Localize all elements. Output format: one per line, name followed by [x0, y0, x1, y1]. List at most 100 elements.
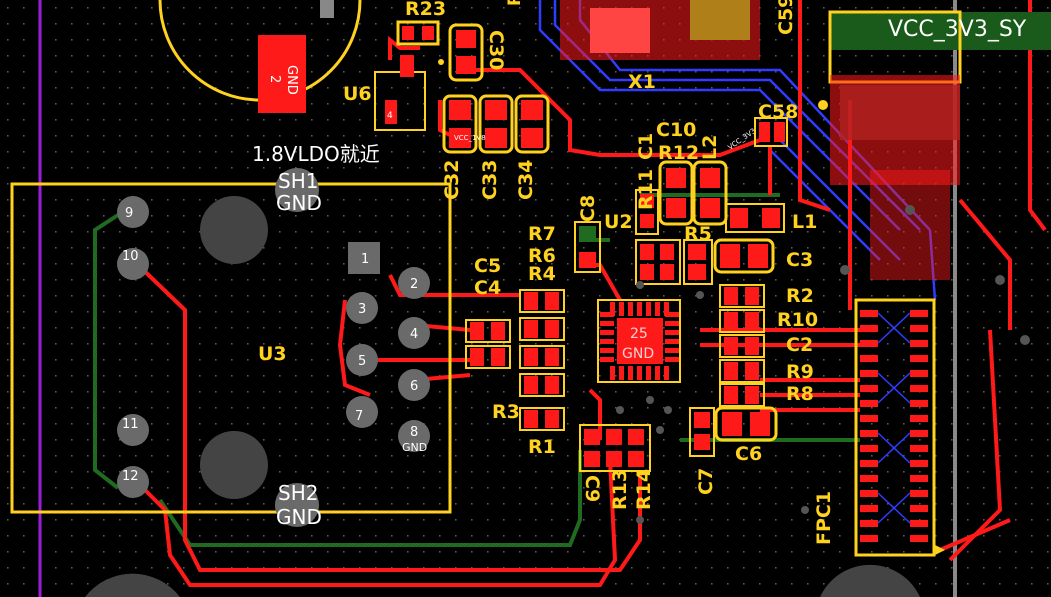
label-x1[interactable]: X1	[628, 71, 656, 93]
parts-bottom-center	[579, 424, 651, 472]
label-c6[interactable]: C6	[735, 443, 762, 465]
u3-left-pins	[117, 196, 149, 498]
net-label[interactable]: VCC_3V3_SY	[888, 17, 1027, 42]
sh2-net: GND	[276, 505, 322, 529]
label-r1[interactable]: R1	[528, 436, 556, 458]
c30-pad-2[interactable]	[456, 56, 476, 74]
u3-mount-hole-bottom	[200, 431, 268, 499]
u2-pad-number: 25	[630, 326, 648, 342]
gnd-pad-pin: 2	[267, 75, 282, 83]
u2-outline	[597, 299, 681, 383]
resistor-array-left	[465, 221, 601, 431]
label-r9[interactable]: R9	[786, 361, 814, 383]
pin-3: 3	[358, 302, 366, 317]
label-r12[interactable]: R12	[658, 142, 699, 164]
label-r13[interactable]: R13	[609, 469, 631, 510]
copper-pour-top	[830, 12, 1051, 50]
u3-right-pins	[346, 242, 430, 452]
label-r4[interactable]: R4	[528, 263, 556, 285]
pin-8: 8	[410, 425, 418, 440]
resistor-array-right	[689, 284, 778, 457]
r23-pad-2[interactable]	[422, 26, 434, 40]
blurred-region-fpc-area	[830, 75, 960, 280]
pin-11: 11	[122, 417, 139, 432]
sh1-pad[interactable]	[275, 168, 319, 212]
u3-outline	[10, 182, 452, 514]
label-l2[interactable]: L2	[699, 135, 721, 160]
blurred-region-crystal	[560, 0, 760, 60]
gnd-pad-label: GND	[284, 65, 299, 95]
parts-cluster-top-center	[635, 117, 788, 285]
pin1-dot	[818, 100, 828, 110]
label-r6[interactable]: R6	[528, 245, 556, 267]
label-r7[interactable]: R7	[528, 223, 556, 245]
top-layer-traces	[133, 0, 1047, 587]
sh1-label: SH1	[278, 169, 318, 193]
label-c2[interactable]: C2	[786, 334, 813, 356]
fpc1-pin1-marker	[935, 545, 945, 555]
label-u6[interactable]: U6	[343, 83, 372, 105]
label-r5[interactable]: R5	[684, 223, 712, 245]
label-c4[interactable]: C4	[474, 277, 501, 299]
r23-pad-1[interactable]	[402, 26, 414, 40]
label-r2[interactable]: R2	[786, 285, 814, 307]
sh2-pad[interactable]	[275, 483, 319, 527]
u2-pad-net: GND	[622, 346, 654, 362]
label-r23[interactable]: R23	[405, 0, 446, 20]
r23-outline	[396, 20, 440, 46]
label-c7[interactable]: C7	[695, 468, 717, 495]
label-r14[interactable]: R14	[633, 469, 655, 510]
label-c9[interactable]: C9	[581, 475, 603, 502]
pin1-marker-c30	[438, 59, 444, 65]
label-c1[interactable]: C1	[635, 133, 657, 160]
label-r3[interactable]: R3	[492, 401, 520, 423]
u6-pad-1[interactable]	[400, 55, 414, 77]
label-c30[interactable]: C30	[485, 30, 507, 70]
u6-pin4-label: 4	[387, 111, 393, 121]
u2-pins	[600, 302, 679, 380]
pin-9: 9	[125, 206, 133, 221]
label-c32[interactable]: C32	[441, 160, 463, 200]
label-r10[interactable]: R10	[777, 309, 818, 331]
label-r11[interactable]: R11	[635, 169, 657, 210]
c30-pad-1[interactable]	[456, 30, 476, 48]
label-fpc1[interactable]: FPC1	[813, 491, 835, 545]
label-c34[interactable]: C34	[515, 160, 537, 200]
pin-10: 10	[122, 249, 139, 264]
label-c33[interactable]: C33	[479, 160, 501, 200]
mount-hole-bottom-left	[85, 573, 180, 597]
label-c59[interactable]: C59	[775, 0, 797, 35]
sh1-net: GND	[276, 191, 322, 215]
vias	[616, 205, 1030, 524]
label-c58[interactable]: C58	[758, 101, 798, 123]
pin-7: 7	[355, 409, 363, 424]
label-r8[interactable]: R8	[786, 383, 814, 405]
pin-12: 12	[122, 469, 139, 484]
u2-exposed-pad[interactable]	[617, 318, 663, 364]
label-u2[interactable]: U2	[604, 211, 633, 233]
pin-5: 5	[358, 354, 366, 369]
label-u3[interactable]: U3	[258, 343, 287, 365]
fpc1-outline	[854, 298, 936, 557]
note-text[interactable]: 1.8VLDO就近	[252, 142, 380, 166]
label-r-top[interactable]: R	[505, 0, 525, 6]
label-c10[interactable]: C10	[656, 119, 696, 141]
pin-6: 6	[410, 379, 418, 394]
pin-4: 4	[410, 327, 418, 342]
capacitor-row-c32-c34	[442, 94, 550, 154]
label-c3[interactable]: C3	[786, 249, 813, 271]
label-c5[interactable]: C5	[474, 255, 501, 277]
c30-outline	[448, 23, 484, 82]
label-c8[interactable]: C8	[577, 195, 599, 222]
net-text-vcc1v8: VCC_1V8	[454, 134, 486, 142]
label-l1[interactable]: L1	[792, 211, 817, 233]
pad-gray	[320, 0, 334, 18]
fpc1-crossing-traces	[877, 312, 911, 524]
u3-mount-hole-top	[200, 196, 268, 264]
mount-hole-bottom-right	[820, 564, 920, 597]
pin-8-net: GND	[402, 441, 427, 454]
gnd-pad[interactable]	[258, 35, 306, 113]
u6-pad-4[interactable]	[385, 100, 397, 124]
fpc1-pads	[860, 310, 928, 542]
